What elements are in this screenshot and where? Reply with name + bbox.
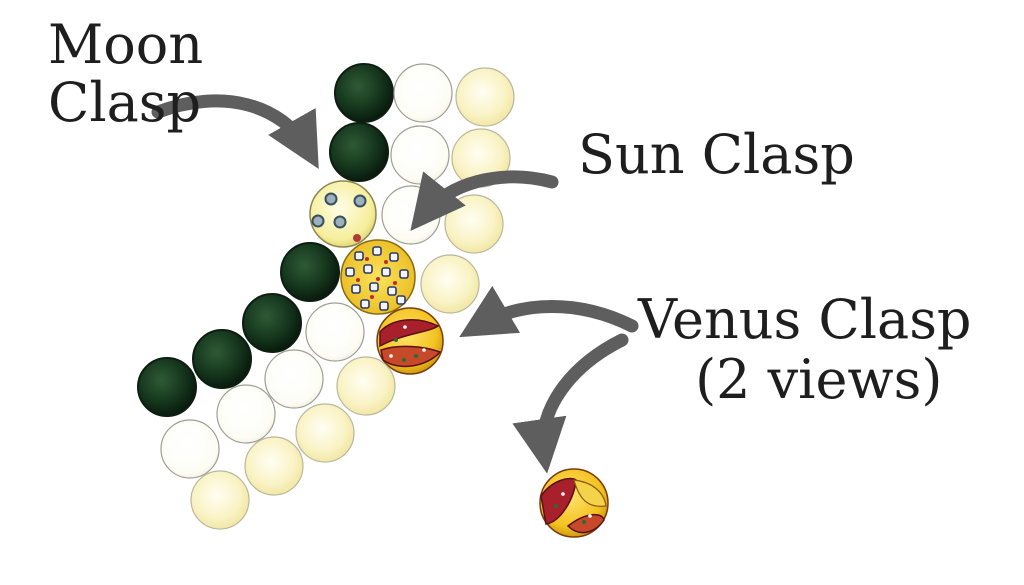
moon-clasp-label: Moon Clasp [48,13,204,135]
moon-clasp-label-line2: Clasp [48,71,202,135]
bead-dark [329,122,389,182]
bead-white [455,67,515,127]
sun-clasp-label: Sun Clasp [578,123,855,186]
sun-clasp-bead [340,239,416,315]
moon-clasp-bead [309,180,377,248]
bead-cream [420,254,480,314]
bead-white [160,419,220,479]
moon-clasp-label-line1: Moon [48,13,204,76]
bead-cream [190,470,250,530]
bead-white [393,63,453,123]
venus-clasp-label-line2: (2 views) [695,348,943,412]
bead-white [264,349,324,409]
bead-cream [244,436,304,496]
bead-cream [336,356,396,416]
bead-dark [137,357,197,417]
bead-dark [242,293,302,353]
bead-white [390,125,450,185]
bead-cream [444,194,504,254]
bead-dark [280,242,340,302]
venus-clasp-second-view [539,468,609,538]
sun-clasp-arrow [410,170,559,232]
bead-grid [137,63,515,530]
arrows [151,94,639,474]
bead-white [305,302,365,362]
venus-clasp-bead [376,307,444,375]
bead-white [216,384,276,444]
bead-cream [295,403,355,463]
venus-clasp-label: Venus Clasp (2 views) [638,288,972,412]
venus-clasp-arrow-to-grid [459,285,639,338]
bead-dark [192,329,252,389]
moon-clasp-arrow [151,94,319,170]
venus-clasp-arrow-to-view [512,333,629,474]
bead-dark [334,63,394,123]
venus-clasp-label-line1: Venus Clasp [638,288,972,351]
